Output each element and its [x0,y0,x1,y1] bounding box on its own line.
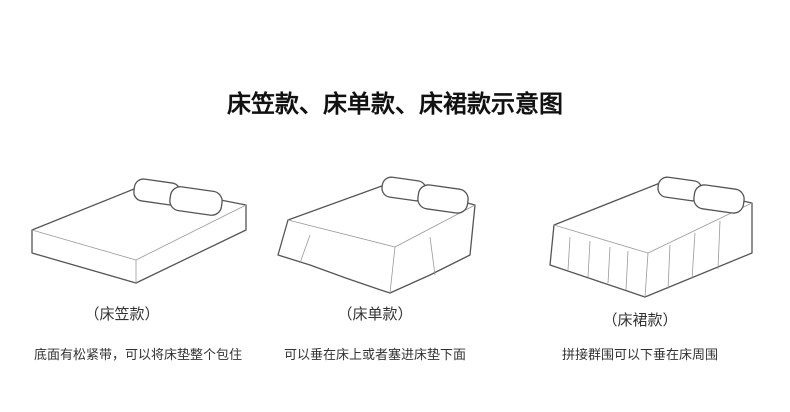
bed-skirt-illustration [549,176,753,298]
flat-sheet-description: 可以垂在床上或者塞进床垫下面 [283,348,466,363]
page-title: 床笠款、床单款、床裙款示意图 [227,90,563,118]
bed-skirt-caption: （床裙款） [602,311,678,329]
fitted-sheet-bed-illustration [31,178,247,284]
fitted-sheet-caption: （床笠款） [84,305,160,323]
flat-sheet-caption: （床单款） [337,305,413,323]
flat-sheet-bed-illustration [277,176,476,294]
fitted-sheet-description: 底面有松紧带，可以将床垫整个包住 [33,348,242,363]
bed-skirt-description: 拼接群围可以下垂在床周围 [561,348,718,363]
